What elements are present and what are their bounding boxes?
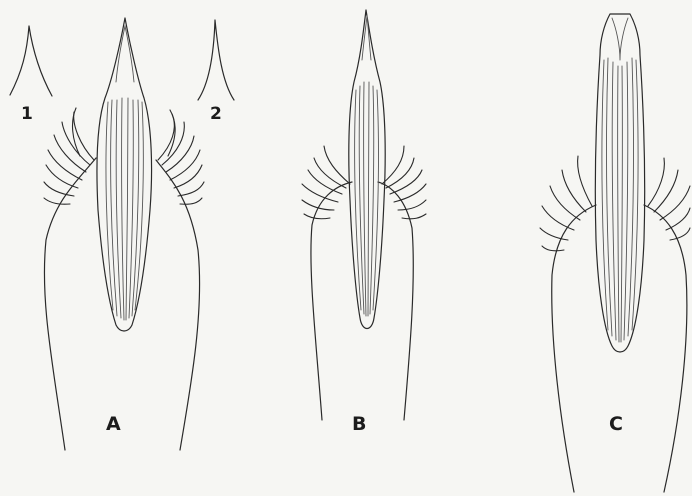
panel-c-body-outline (552, 205, 596, 492)
inset-1-label: 1 (21, 106, 33, 123)
inset-1-tip-outline (10, 26, 52, 96)
panel-b-body-outline (311, 182, 352, 420)
panel-b-label: B (352, 415, 366, 434)
panel-a-body-outline (44, 158, 96, 450)
panel-b-drawing (302, 10, 426, 420)
inset-2-tip-outline (198, 20, 234, 100)
panel-a-drawing (44, 18, 204, 450)
panel-c-label: C (609, 415, 623, 434)
panel-a-label: A (106, 415, 121, 434)
inset-2-label: 2 (210, 106, 222, 123)
panel-c-median-lobe (595, 14, 644, 352)
